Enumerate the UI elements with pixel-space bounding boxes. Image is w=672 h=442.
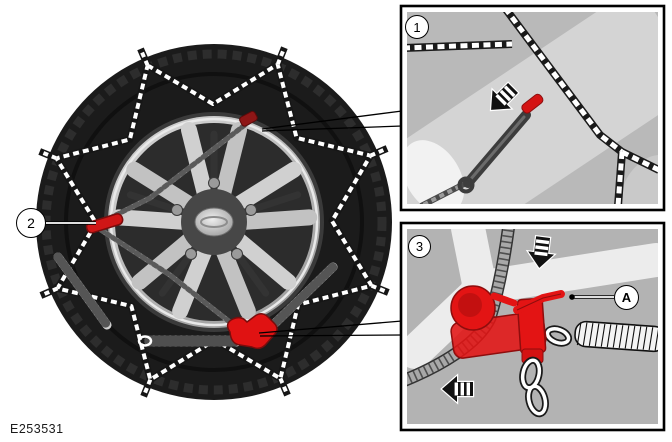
callout-1: 1 <box>405 15 429 39</box>
spoke-shadow <box>619 154 658 204</box>
callout-1-label: 1 <box>413 19 421 35</box>
tool-red-tip <box>521 93 544 114</box>
lug-nuts <box>171 177 257 260</box>
callout-a: A <box>614 285 639 310</box>
panel-3-art <box>407 229 658 418</box>
tension-bar-hook <box>137 335 153 347</box>
red-tensioner-assembly <box>450 285 565 364</box>
panel-1 <box>399 4 666 212</box>
chain-net-stubs <box>38 46 390 398</box>
chain-clip-red <box>239 110 258 127</box>
tensioner-cam-inner <box>458 293 482 317</box>
callout-a-label: A <box>621 290 632 305</box>
chain-tensioner-red <box>226 313 278 350</box>
leader-lines <box>46 110 403 337</box>
center-cap <box>194 207 234 237</box>
red-fittings <box>85 110 278 350</box>
tire-and-wheel <box>36 44 392 400</box>
tensioner-upper-arm <box>490 292 518 307</box>
figure-code: E253531 <box>10 422 64 436</box>
callout-a-leader <box>569 294 614 300</box>
tool-hook-end <box>457 176 475 194</box>
panel-3 <box>399 221 666 432</box>
spoke-opening <box>407 140 465 204</box>
callout-2-label: 2 <box>27 215 35 231</box>
tension-cable <box>98 118 253 333</box>
tension-spring <box>574 320 658 353</box>
hanging-chain <box>519 356 549 418</box>
chain-hook-tool <box>457 93 544 194</box>
center-cap-logo <box>200 216 228 228</box>
callout-2: 2 <box>16 208 46 238</box>
callout-3: 3 <box>408 235 431 258</box>
spring-chain-link <box>543 325 573 347</box>
tensioner-handle-red <box>85 213 124 234</box>
callout-3-label: 3 <box>415 239 424 254</box>
panel-1-chains <box>407 12 658 204</box>
panel-1-art <box>407 12 658 204</box>
snow-chain-net <box>38 46 390 398</box>
ribbed-sleeves <box>53 252 338 347</box>
